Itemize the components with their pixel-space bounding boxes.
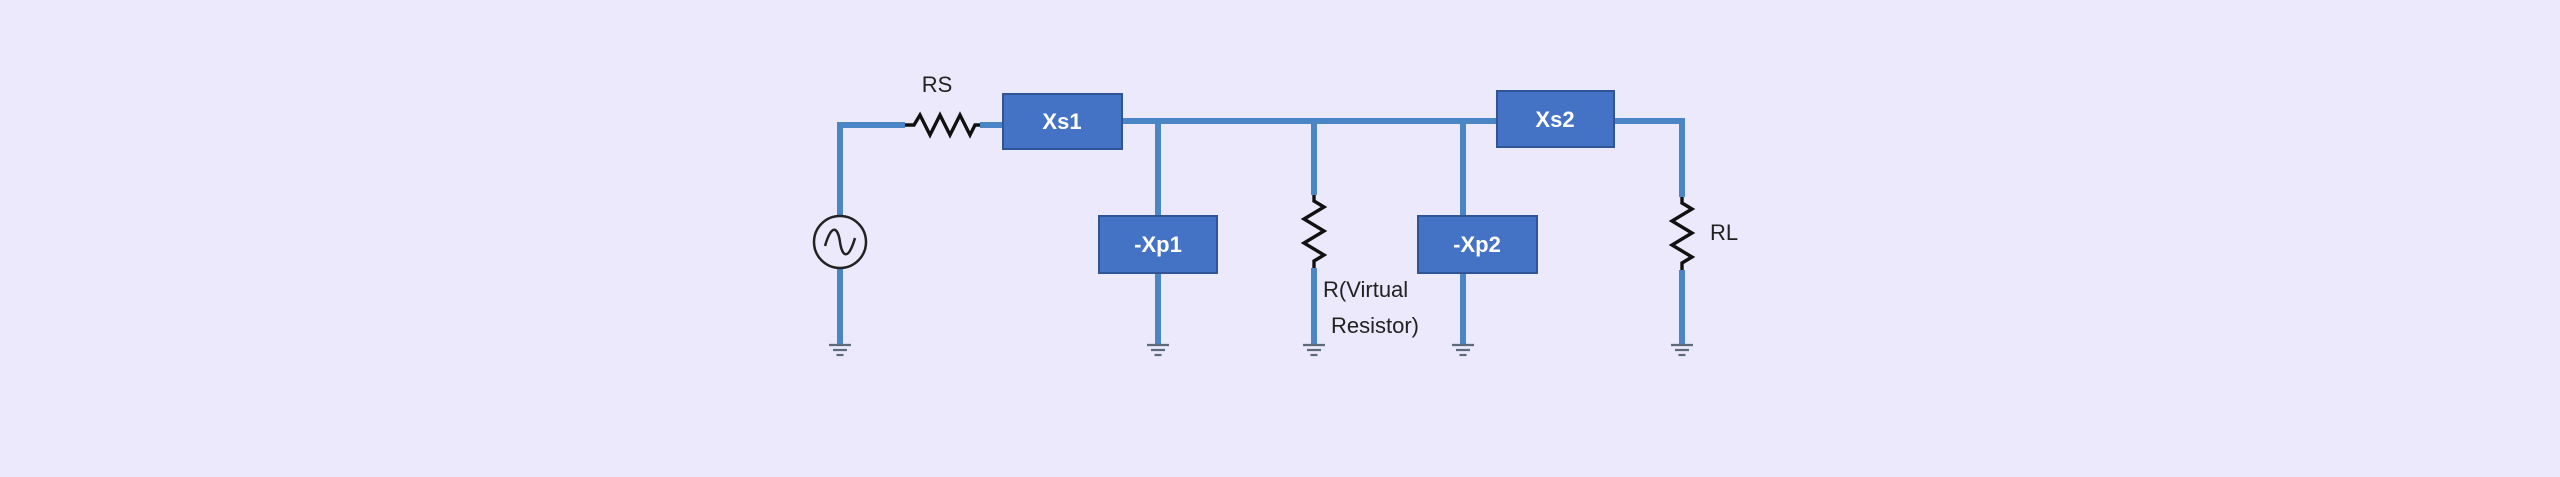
label-rl: RL bbox=[1710, 220, 1738, 245]
component-xp2-label: -Xp2 bbox=[1453, 232, 1501, 257]
component-xs2-label: Xs2 bbox=[1535, 107, 1574, 132]
ground-icon-rl bbox=[1671, 343, 1693, 357]
resistor-r-virtual-icon bbox=[1300, 195, 1328, 268]
label-r-virtual-line1: R(Virtual bbox=[1323, 277, 1408, 302]
component-xs2: Xs2 bbox=[1496, 90, 1615, 148]
component-xp1-label: -Xp1 bbox=[1134, 232, 1182, 257]
component-xs1: Xs1 bbox=[1002, 93, 1123, 150]
wire-xs2-rl bbox=[1614, 118, 1685, 197]
component-xp1: -Xp1 bbox=[1098, 215, 1218, 274]
label-r-virtual-line2: Resistor) bbox=[1331, 313, 1419, 338]
resistor-rs-icon bbox=[905, 111, 980, 139]
ground-icon-xp2 bbox=[1452, 343, 1474, 357]
wires bbox=[837, 118, 1685, 345]
component-xp2: -Xp2 bbox=[1417, 215, 1538, 274]
resistor-rl-icon bbox=[1668, 197, 1696, 270]
label-rs: RS bbox=[922, 72, 953, 97]
ac-source-icon bbox=[812, 214, 868, 270]
ground-icon-r-virtual bbox=[1303, 343, 1325, 357]
component-xs1-label: Xs1 bbox=[1042, 109, 1081, 134]
ground-icon-source bbox=[829, 343, 851, 357]
ground-icon-xp1 bbox=[1147, 343, 1169, 357]
